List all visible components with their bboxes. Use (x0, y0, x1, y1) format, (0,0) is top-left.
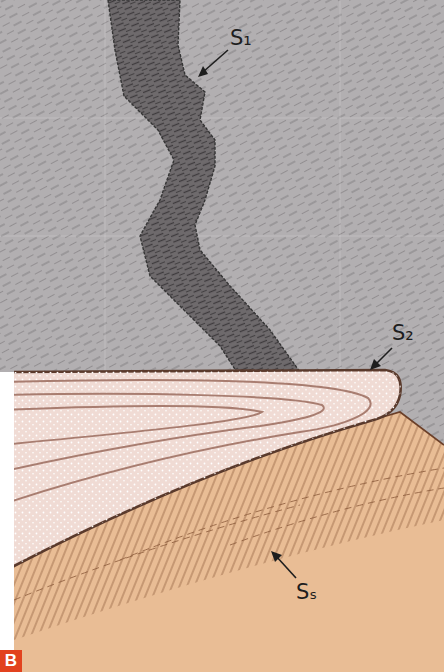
surface-label: S₂ (392, 323, 414, 344)
sandstone-lens (14, 370, 401, 572)
surface-label: Sₛ (296, 582, 317, 603)
dark-vein (108, 0, 300, 374)
panel-letter: B (0, 650, 22, 672)
panel-tag (0, 650, 22, 672)
surface-label: S₁ (230, 28, 252, 49)
